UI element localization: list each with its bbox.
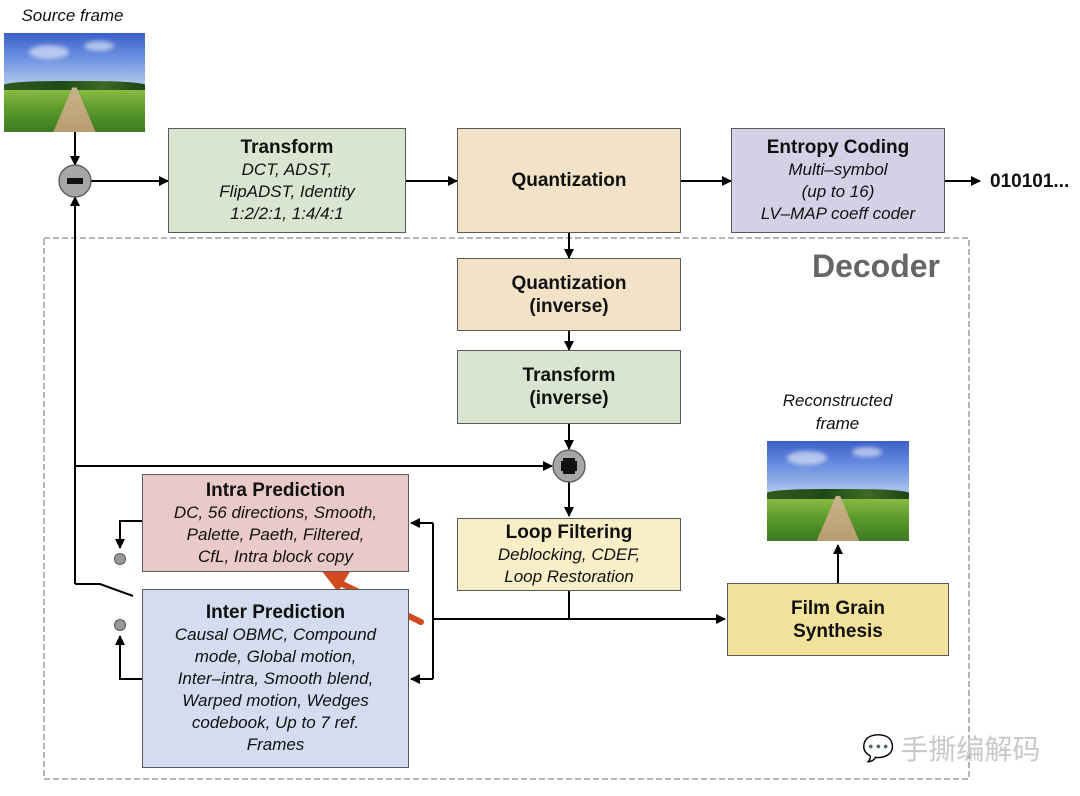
- inter-line-3: Inter–intra, Smooth blend,: [177, 669, 374, 688]
- loop-line-2: Loop Restoration: [504, 567, 634, 586]
- source-frame-image: [4, 33, 145, 132]
- decoder-region: [43, 237, 970, 780]
- entropy-line-2: (up to 16): [801, 182, 875, 201]
- quantization-title: Quantization: [511, 170, 627, 191]
- film-grain-title-2: Synthesis: [793, 620, 883, 642]
- transform-title: Transform: [240, 137, 334, 158]
- transform-line-3: 1:2/2:1, 1:4/4:1: [230, 204, 344, 223]
- quant-inverse-title-2: (inverse): [529, 295, 609, 317]
- watermark: 💬 手撕编解码: [862, 728, 1040, 768]
- loop-line-1: Deblocking, CDEF,: [497, 545, 641, 564]
- transform-block: Transform DCT, ADST, FlipADST, Identity …: [168, 128, 406, 233]
- intra-line-1: DC, 56 directions, Smooth,: [173, 502, 378, 522]
- entropy-title: Entropy Coding: [766, 137, 910, 158]
- reconstructed-frame-label-line2: frame: [815, 414, 860, 433]
- bitstream-output: 010101...: [990, 171, 1070, 192]
- intra-title: Intra Prediction: [205, 479, 346, 501]
- inter-line-4: Warped motion, Wedges: [182, 691, 369, 710]
- inter-line-1: Causal OBMC, Compound: [174, 625, 377, 644]
- switch-terminal-inter: [114, 619, 126, 631]
- inter-line-2: mode, Global motion,: [194, 647, 357, 666]
- switch-terminal-intra: [114, 553, 126, 565]
- loop-filtering-block: Loop Filtering Deblocking, CDEF, Loop Re…: [457, 518, 681, 591]
- transform-inverse-block: Transform (inverse): [457, 350, 681, 424]
- intra-line-2: Palette, Paeth, Filtered,: [186, 524, 365, 544]
- transform-line-2: FlipADST, Identity: [219, 182, 355, 201]
- loop-title: Loop Filtering: [505, 522, 633, 543]
- intra-line-3: CfL, Intra block copy: [198, 546, 353, 566]
- watermark-text: 手撕编解码: [900, 734, 1041, 765]
- transform-inverse-title-2: (inverse): [529, 388, 609, 409]
- film-grain-title-1: Film Grain: [791, 597, 885, 619]
- quantization-block: Quantization: [457, 128, 681, 233]
- film-grain-block: Film Grain Synthesis: [727, 583, 949, 656]
- intra-prediction-block: Intra Prediction DC, 56 directions, Smoo…: [142, 474, 409, 572]
- reconstructed-frame-label: Reconstructed frame: [755, 389, 920, 435]
- source-frame-label: Source frame: [21, 6, 124, 25]
- transform-inverse-title-1: Transform: [522, 365, 616, 386]
- entropy-line-3: LV–MAP coeff coder: [760, 204, 916, 223]
- quantization-inverse-block: Quantization (inverse): [457, 258, 681, 331]
- transform-line-1: DCT, ADST,: [241, 160, 333, 179]
- wechat-icon: 💬: [862, 733, 895, 763]
- reconstructed-frame-label-line1: Reconstructed: [782, 391, 893, 410]
- inter-line-6: Frames: [246, 735, 305, 754]
- entropy-coding-block: Entropy Coding Multi–symbol (up to 16) L…: [731, 128, 945, 233]
- inter-prediction-block: Inter Prediction Causal OBMC, Compound m…: [142, 589, 409, 768]
- inter-line-5: codebook, Up to 7 ref.: [191, 713, 360, 732]
- inter-title: Inter Prediction: [205, 602, 346, 623]
- entropy-line-1: Multi–symbol: [788, 160, 888, 179]
- add-node: [552, 449, 586, 483]
- reconstructed-frame-image: [767, 441, 909, 541]
- decoder-label: Decoder: [811, 248, 940, 284]
- subtract-node: [58, 164, 92, 198]
- quant-inverse-title-1: Quantization: [511, 272, 627, 294]
